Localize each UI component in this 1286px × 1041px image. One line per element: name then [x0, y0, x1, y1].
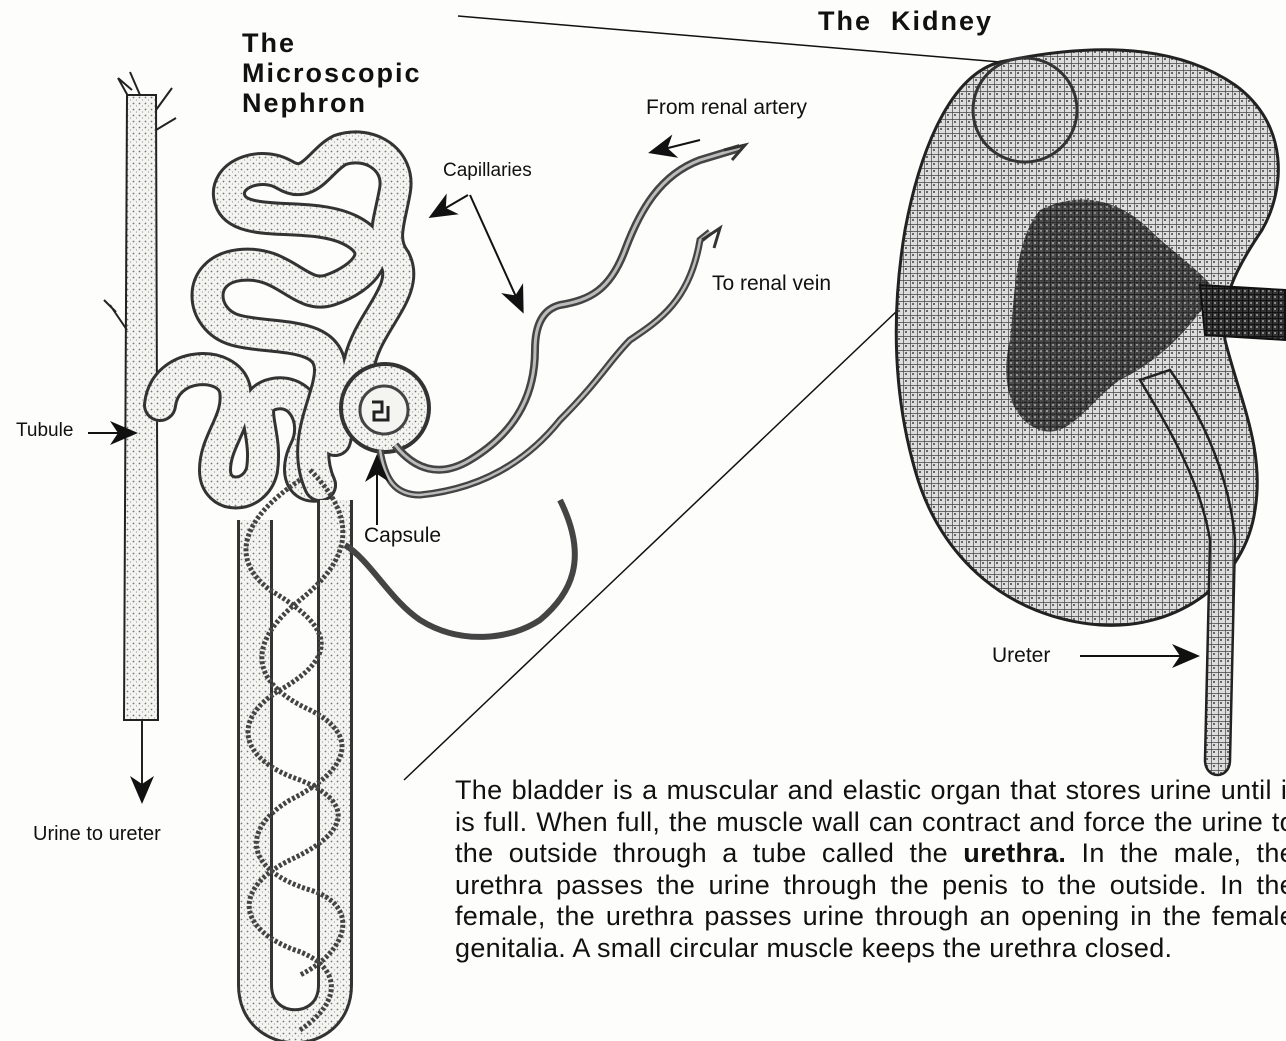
nephron-title-line3: Nephron [242, 88, 422, 118]
paragraph-bold-term: urethra. [963, 838, 1066, 868]
label-tubule: Tubule [16, 420, 73, 442]
label-ureter: Ureter [992, 644, 1050, 668]
nephron-title-line1: The [242, 28, 422, 58]
bladder-paragraph: The bladder is a muscular and elastic or… [455, 775, 1286, 964]
kidney-illustration [896, 50, 1286, 775]
label-capsule: Capsule [364, 524, 441, 548]
afferent-vessel [395, 145, 745, 470]
nephron-title: The Microscopic Nephron [242, 28, 422, 118]
collecting-tubule [104, 72, 176, 800]
kidney-title: The Kidney [818, 6, 993, 36]
label-urine-to-ureter: Urine to ureter [33, 823, 161, 846]
label-to-renal-vein: To renal vein [712, 272, 831, 296]
loop-of-henle [255, 500, 335, 1026]
nephron-title-line2: Microscopic [242, 58, 422, 88]
label-from-renal-artery: From renal artery [646, 96, 807, 120]
capsule-glomerulus [341, 364, 429, 452]
label-capillaries: Capillaries [443, 160, 532, 182]
